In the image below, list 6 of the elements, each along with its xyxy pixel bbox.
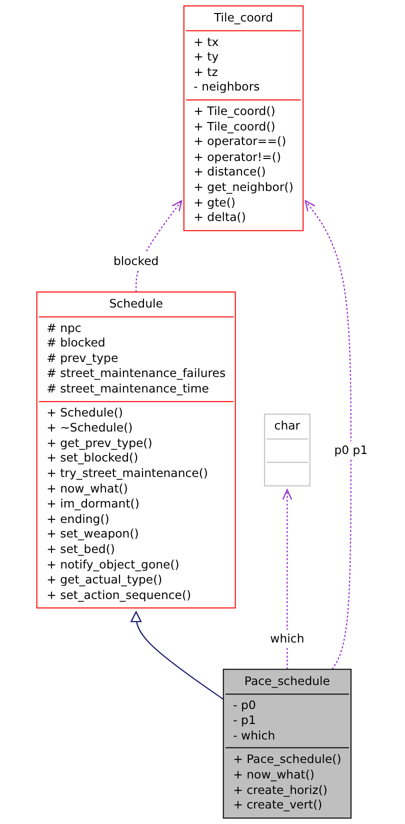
edge-label: blocked [114, 254, 159, 268]
edge-label: which [270, 632, 304, 646]
arrow [130, 611, 224, 700]
edge-label: p0 p1 [334, 443, 368, 457]
arrow [282, 489, 292, 670]
arrow [305, 200, 352, 670]
